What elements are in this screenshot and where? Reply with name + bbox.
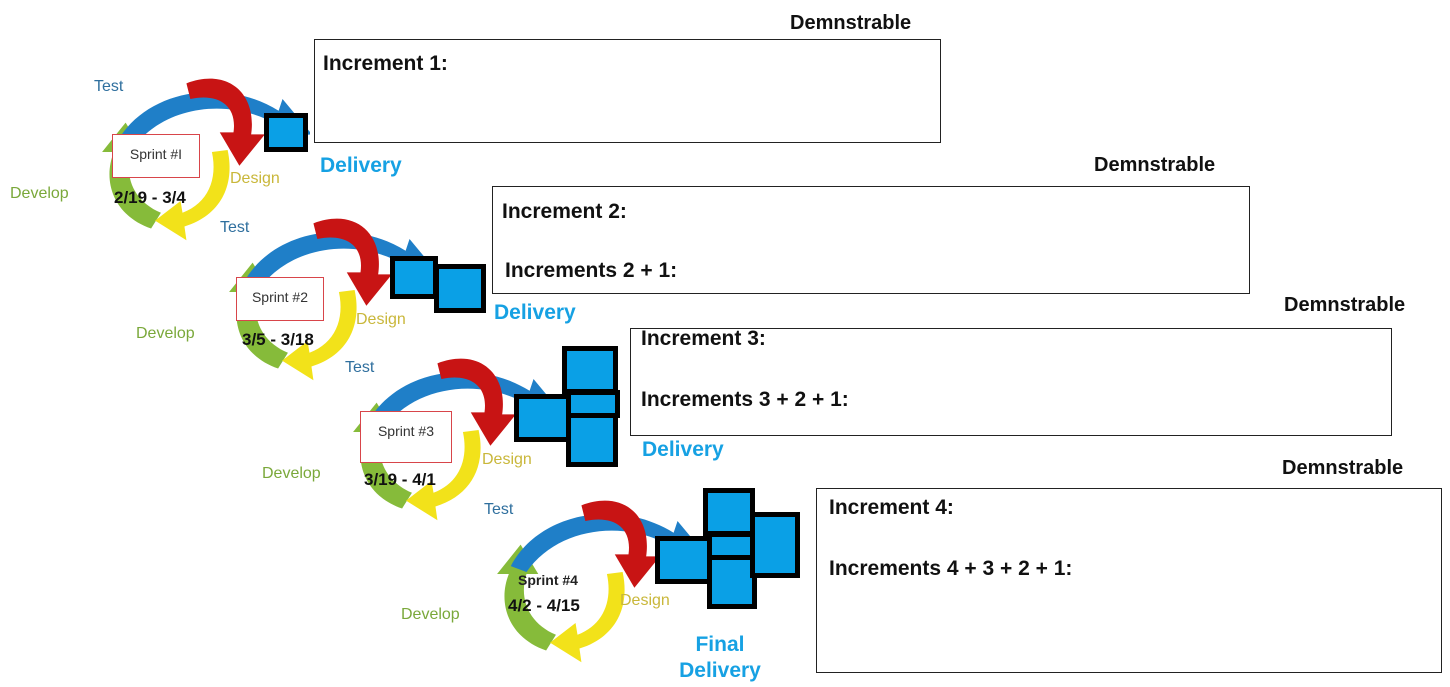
sprint-1-increment-box <box>314 39 941 143</box>
sprint-1-delivery-label: Delivery <box>320 154 402 177</box>
sprint-4-delivery-line-1: Final <box>695 633 745 656</box>
sprint-3-demonstrable-label: Demnstrable <box>1284 294 1406 316</box>
sprint-4-demonstrable-label: Demnstrable <box>1282 457 1404 479</box>
sprint-4-test-label: Test <box>484 501 514 518</box>
sprint-2-title: Sprint #2 <box>236 277 324 321</box>
sprint-1-demonstrable-label: Demnstrable <box>790 12 912 34</box>
sprint-3-increment-line-2: Increments 3 + 2 + 1: <box>641 388 849 411</box>
sprint-4-title: Sprint #4 <box>518 572 578 588</box>
sprint-2-block-a <box>390 256 438 299</box>
sprint-2-develop-label: Develop <box>136 325 195 342</box>
sprint-1-design-label: Design <box>230 170 280 187</box>
sprint-2-increment-box <box>492 186 1250 294</box>
sprint-3-increment-box <box>630 328 1392 436</box>
sprint-3-title: Sprint #3 <box>360 411 452 463</box>
sprint-1-increment-line-1: Increment 1: <box>323 52 448 75</box>
sprint-2-increment-line-2: Increments 2 + 1: <box>505 259 678 282</box>
sprint-2-block-b <box>434 264 486 313</box>
sprint-4-block-bottom <box>707 555 757 609</box>
sprint-2-delivery-label: Delivery <box>494 301 576 324</box>
sprint-4-delivery-line-2: Delivery <box>679 659 761 683</box>
sprint-4-increment-line-2: Increments 4 + 3 + 2 + 1: <box>829 557 1073 580</box>
sprint-1-title: Sprint #I <box>112 134 200 178</box>
sprint-3-design-label: Design <box>482 451 532 468</box>
sprint-3-develop-label: Develop <box>262 465 321 482</box>
sprint-3-delivery-label: Delivery <box>642 438 724 461</box>
sprint-2-design-label: Design <box>356 311 406 328</box>
sprint-1-dates: 2/19 - 3/4 <box>114 188 186 207</box>
sprint-4-dates: 4/2 - 4/15 <box>508 596 580 615</box>
sprint-4-design-label: Design <box>620 592 670 609</box>
sprint-4-final-delivery-label: Final Delivery <box>668 632 772 685</box>
sprint-3-dates: 3/19 - 4/1 <box>364 470 436 489</box>
sprint-4-increment-box <box>816 488 1442 673</box>
sprint-3-block-top <box>562 346 618 394</box>
sprint-4-block-left <box>655 536 713 584</box>
sprint-1-increment-block <box>264 113 308 152</box>
sprint-4-block-right <box>750 512 800 578</box>
sprint-3-test-label: Test <box>345 359 375 376</box>
sprint-4-block-top <box>703 488 755 536</box>
sprint-3-block-bottom <box>566 413 618 467</box>
sprint-4-increment-line-1: Increment 4: <box>829 496 954 519</box>
sprint-2-demonstrable-label: Demnstrable <box>1094 154 1216 176</box>
sprint-3-block-left <box>514 394 572 442</box>
sprint-2-test-label: Test <box>220 219 250 236</box>
sprint-1-test-label: Test <box>94 78 124 95</box>
sprint-2-increment-line-1: Increment 2: <box>502 200 627 223</box>
sprint-1-develop-label: Develop <box>10 185 69 202</box>
sprint-4-develop-label: Develop <box>401 606 460 623</box>
sprint-3-increment-line-1: Increment 3: <box>641 327 766 350</box>
sprint-2-dates: 3/5 - 3/18 <box>242 330 314 349</box>
